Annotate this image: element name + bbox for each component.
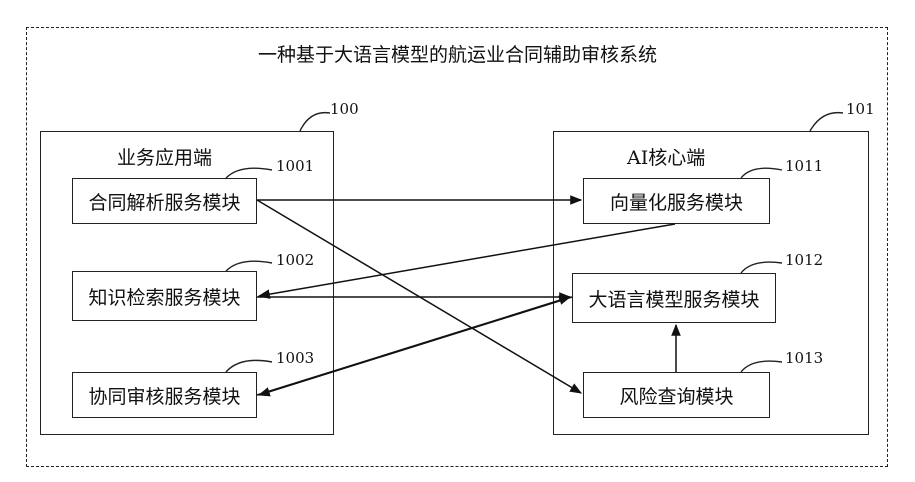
arrow-vector-to-retrieval bbox=[259, 224, 675, 296]
leader-1002 bbox=[226, 261, 272, 271]
leader-101 bbox=[810, 113, 843, 131]
leader-1013 bbox=[741, 361, 782, 372]
leader-1012 bbox=[741, 262, 782, 273]
leader-100 bbox=[300, 113, 330, 131]
leader-1011 bbox=[741, 168, 782, 178]
arrow-review-to-llm bbox=[257, 297, 570, 395]
leader-1001 bbox=[226, 168, 272, 178]
leader-1003 bbox=[226, 360, 272, 372]
